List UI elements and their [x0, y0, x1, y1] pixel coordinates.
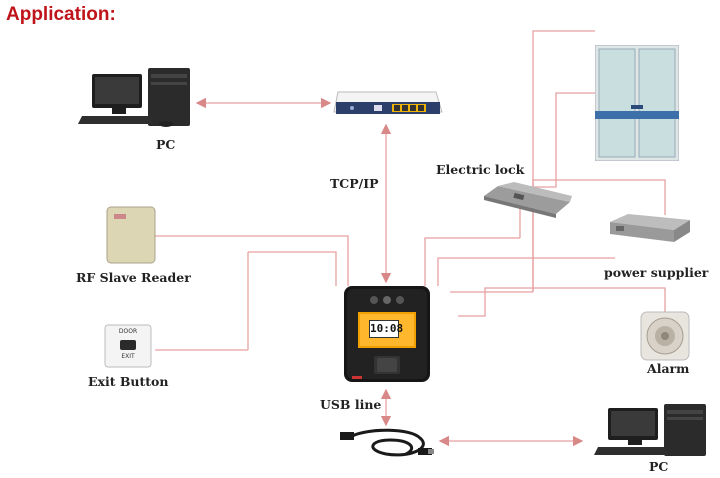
pc-top-device — [78, 66, 196, 128]
exit-button-label: Exit Button — [88, 374, 169, 389]
power-supplier-label: power supplier — [604, 265, 709, 280]
network-router — [332, 88, 444, 118]
rf-reader-wire-2 — [248, 251, 337, 286]
usb-line-label: USB line — [320, 397, 382, 412]
power-supplier-device — [608, 212, 692, 244]
exit-button-text-top: DOOR — [118, 328, 138, 335]
usb-cable — [340, 424, 434, 462]
electric-lock-device — [484, 182, 572, 218]
page-heading: Application: — [6, 4, 116, 25]
alarm-device — [640, 311, 690, 361]
lock-wire — [424, 237, 520, 286]
pc-top-label: PC — [156, 137, 176, 152]
power-wire-1 — [437, 257, 615, 286]
door-wire-outer — [532, 30, 595, 292]
alarm-wire — [458, 287, 666, 317]
pc-bottom-label: PC — [649, 459, 669, 474]
alarm-label: Alarm — [647, 361, 690, 376]
exit-button-text-bottom: EXIT — [121, 353, 135, 360]
terminal-clock: 10:08 — [369, 320, 403, 338]
pc-bottom-device — [594, 402, 712, 458]
glass-door — [594, 44, 680, 162]
rf-reader-wire — [155, 235, 349, 286]
rf-slave-reader-device — [106, 206, 156, 264]
exit-button-device — [104, 324, 152, 368]
electric-lock-label: Electric lock — [436, 162, 525, 177]
tcp-ip-label: TCP/IP — [330, 176, 379, 191]
rf-slave-reader-label: RF Slave Reader — [76, 270, 191, 285]
power-wire-3 — [532, 179, 666, 292]
